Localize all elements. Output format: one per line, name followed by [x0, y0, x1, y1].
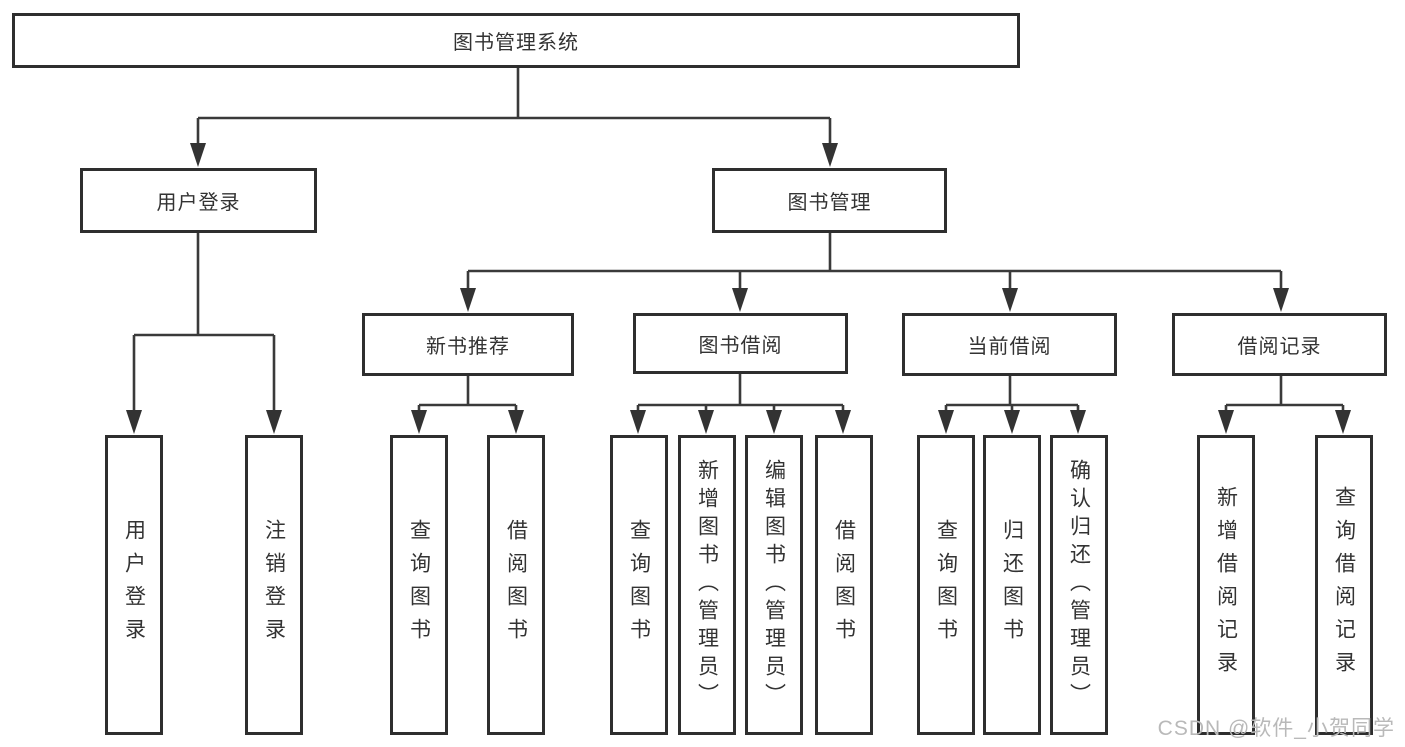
node-book-borrowing: 图书借阅: [633, 313, 848, 374]
node-leaf-add-borrow-record-label: 新增借阅记录: [1214, 486, 1238, 684]
node-book-management: 图书管理: [712, 168, 947, 233]
node-root: 图书管理系统: [12, 13, 1020, 68]
node-leaf-logout: 注销登录: [245, 435, 303, 735]
node-leaf-return-books: 归还图书: [983, 435, 1041, 735]
node-book-management-label: 图书管理: [787, 192, 872, 214]
node-new-book-recommend-label: 新书推荐: [426, 336, 510, 358]
node-leaf-add-books-admin: 新增图书（管理员）: [678, 435, 736, 735]
node-leaf-edit-books-admin-label: 编辑图书（管理员）: [762, 459, 786, 711]
node-leaf-query-books-recommend: 查询图书: [390, 435, 448, 735]
node-borrow-records: 借阅记录: [1172, 313, 1387, 376]
node-leaf-query-borrow-record: 查询借阅记录: [1315, 435, 1373, 735]
node-leaf-borrow-books-borrowing: 借阅图书: [815, 435, 873, 735]
node-leaf-user-login-label: 用户登录: [122, 519, 146, 651]
node-leaf-query-books-borrowing: 查询图书: [610, 435, 668, 735]
node-leaf-borrow-books-recommend-label: 借阅图书: [504, 519, 528, 651]
node-leaf-query-books-current: 查询图书: [917, 435, 975, 735]
node-book-borrowing-label: 图书借阅: [698, 335, 783, 357]
node-new-book-recommend: 新书推荐: [362, 313, 574, 376]
node-leaf-confirm-return-admin-label: 确认归还（管理员）: [1067, 459, 1091, 711]
node-current-borrowing-label: 当前借阅: [967, 336, 1052, 358]
node-user-login-label: 用户登录: [156, 192, 241, 214]
node-leaf-add-borrow-record: 新增借阅记录: [1197, 435, 1255, 735]
csdn-watermark: CSDN @软件_小贺同学: [1157, 717, 1395, 740]
node-leaf-user-login: 用户登录: [105, 435, 163, 735]
arrowhead-icons: [126, 143, 1351, 434]
node-leaf-confirm-return-admin: 确认归还（管理员）: [1050, 435, 1108, 735]
node-leaf-edit-books-admin: 编辑图书（管理员）: [745, 435, 803, 735]
node-leaf-logout-label: 注销登录: [262, 519, 286, 651]
node-leaf-query-books-recommend-label: 查询图书: [407, 519, 431, 651]
node-leaf-add-books-admin-label: 新增图书（管理员）: [695, 459, 719, 711]
node-borrow-records-label: 借阅记录: [1237, 336, 1322, 358]
node-leaf-query-books-current-label: 查询图书: [934, 519, 958, 651]
node-leaf-query-books-borrowing-label: 查询图书: [627, 519, 651, 651]
node-leaf-query-borrow-record-label: 查询借阅记录: [1332, 486, 1356, 684]
node-user-login: 用户登录: [80, 168, 317, 233]
node-leaf-borrow-books-recommend: 借阅图书: [487, 435, 545, 735]
node-leaf-return-books-label: 归还图书: [1000, 519, 1024, 651]
node-leaf-borrow-books-borrowing-label: 借阅图书: [832, 519, 856, 651]
node-root-label: 图书管理系统: [453, 32, 579, 54]
node-current-borrowing: 当前借阅: [902, 313, 1117, 376]
